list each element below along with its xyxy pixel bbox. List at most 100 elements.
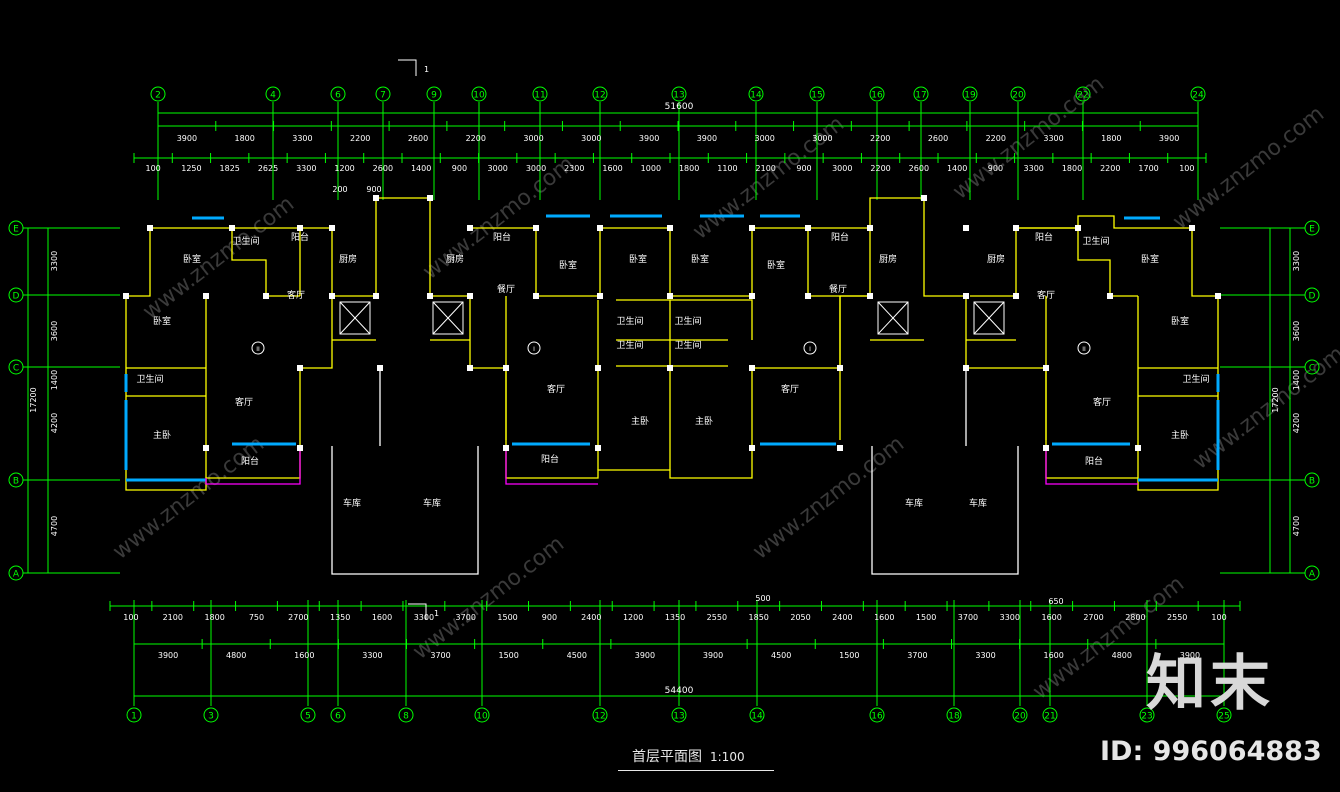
- unit-marker: [527, 341, 541, 355]
- top-dim-row1-label: 3900: [697, 134, 717, 143]
- bottom-dim-row2-label: 3700: [907, 651, 927, 660]
- elevator-shaft: [877, 301, 909, 335]
- structural-column: [867, 225, 873, 231]
- structural-column: [467, 365, 473, 371]
- watermark-text: www.znzmo.com: [1188, 341, 1340, 474]
- bottom-dim-row1-label: 3700: [456, 613, 476, 622]
- unit-marker-label: I: [809, 346, 811, 353]
- room-label: 客厅: [235, 396, 253, 408]
- top-dim-row2-label: 1250: [181, 164, 201, 173]
- right-dim-label: 4700: [1292, 516, 1301, 536]
- left-axis-label: A: [13, 570, 20, 580]
- top-axis-label: 13: [673, 91, 684, 101]
- room-label: 客厅: [287, 289, 305, 301]
- bottom-dim-row1-label: 100: [123, 613, 138, 622]
- top-axis-label: 11: [534, 91, 545, 101]
- top-axis-bubble: [471, 86, 487, 102]
- top-dim-row2-label: 3300: [296, 164, 316, 173]
- balcony-outline: [205, 448, 301, 485]
- unit-marker: [1077, 341, 1091, 355]
- room-label: 卧室: [629, 253, 647, 265]
- structural-column: [749, 225, 755, 231]
- structural-column: [1013, 293, 1019, 299]
- top-dim-row2-label: 1800: [1062, 164, 1082, 173]
- top-axis-label: 15: [811, 91, 822, 101]
- structural-column: [805, 293, 811, 299]
- bottom-dim-row1-label: 1350: [665, 613, 685, 622]
- room-labels: 11卧室卫生间阳台厨房厨房阳台卧室卧室卧室卧室阳台厨房厨房阳台卧室卫生间卧室客厅…: [136, 59, 1210, 620]
- bottom-dim-row2-label: 1500: [839, 651, 859, 660]
- bottom-dim-row2-label: 4800: [226, 651, 246, 660]
- top-axis-label: 10: [473, 91, 485, 101]
- top-dim-row1-label: 2200: [870, 134, 890, 143]
- room-label: 阳台: [1035, 231, 1053, 243]
- bottom-axis-bubble: [398, 707, 414, 723]
- structural-column: [467, 225, 473, 231]
- bottom-axis-bubble: [671, 707, 687, 723]
- right-axis-label: E: [1309, 225, 1315, 235]
- top-axis-bubble: [532, 86, 548, 102]
- room-label: 卧室: [691, 253, 709, 265]
- structural-column: [921, 195, 927, 201]
- watermark-text: www.znzmo.com: [688, 111, 849, 244]
- top-dim-row1-label: 3000: [523, 134, 543, 143]
- bottom-axis-bubble: [1042, 707, 1058, 723]
- room-label: 车库: [423, 497, 441, 509]
- bottom-axis-label: 23: [1141, 712, 1152, 722]
- top-dim-row1-label: 3900: [1159, 134, 1179, 143]
- structural-column: [203, 445, 209, 451]
- bottom-axis-label: 20: [1014, 712, 1026, 722]
- top-extra-label: 900: [366, 185, 381, 194]
- structural-column: [805, 225, 811, 231]
- structural-column: [1189, 225, 1195, 231]
- structural-column: [297, 365, 303, 371]
- elevator-cross: [432, 301, 464, 335]
- room-label: 卧室: [559, 259, 577, 271]
- watermark-text: www.znzmo.com: [108, 431, 269, 564]
- room-label: 厨房: [339, 253, 357, 265]
- bottom-dim-row2-label: 3900: [703, 651, 723, 660]
- watermark-text: www.znzmo.com: [408, 531, 569, 664]
- top-dim-row2-label: 2200: [870, 164, 890, 173]
- top-axis-bubble: [375, 86, 391, 102]
- section-marker-label: 1: [424, 65, 429, 74]
- top-dim-row1-label: 2200: [466, 134, 486, 143]
- top-axis-label: 6: [335, 91, 341, 101]
- balcony-outline: [505, 448, 598, 485]
- bottom-dim-row2-label: 3700: [430, 651, 450, 660]
- title-underline: [618, 770, 774, 771]
- top-axis-bubble: [748, 86, 764, 102]
- bottom-dim-row1-label: 1600: [1041, 613, 1061, 622]
- left-dim-label: 3600: [50, 321, 59, 341]
- structural-column: [1107, 293, 1113, 299]
- top-axis-label: 24: [1192, 91, 1204, 101]
- left-axis-label: E: [13, 225, 19, 235]
- structural-column: [1043, 445, 1049, 451]
- structural-column: [749, 365, 755, 371]
- structural-column: [597, 225, 603, 231]
- bottom-dim-row2-label: 3900: [1180, 651, 1200, 660]
- bottom-dim-row1-label: 2700: [1083, 613, 1103, 622]
- bottom-total-label: 54400: [665, 686, 694, 696]
- structural-column: [373, 293, 379, 299]
- top-axis-label: 22: [1077, 91, 1088, 101]
- structural-column: [867, 293, 873, 299]
- bottom-dim-row2-label: 4800: [1112, 651, 1132, 660]
- top-dim-row2-label: 900: [452, 164, 467, 173]
- left-dim-label: 3300: [50, 251, 59, 271]
- room-label: 卧室: [1141, 253, 1159, 265]
- top-axis-bubble: [150, 86, 166, 102]
- elevator-shaft: [432, 301, 464, 335]
- top-dim-row1-label: 3900: [177, 134, 197, 143]
- elevator-cross: [339, 301, 371, 335]
- bottom-axis-label: 14: [751, 712, 763, 722]
- top-axis-bubble: [592, 86, 608, 102]
- wall: [1016, 227, 1138, 297]
- room-label: 车库: [969, 497, 987, 509]
- room-label: 餐厅: [497, 283, 515, 295]
- top-dim-row1-label: 3300: [292, 134, 312, 143]
- bottom-dim-row1-label: 2700: [288, 613, 308, 622]
- bottom-axis-bubble: [1139, 707, 1155, 723]
- top-dim-row2-label: 1100: [717, 164, 737, 173]
- unit-marker-label: I: [533, 346, 535, 353]
